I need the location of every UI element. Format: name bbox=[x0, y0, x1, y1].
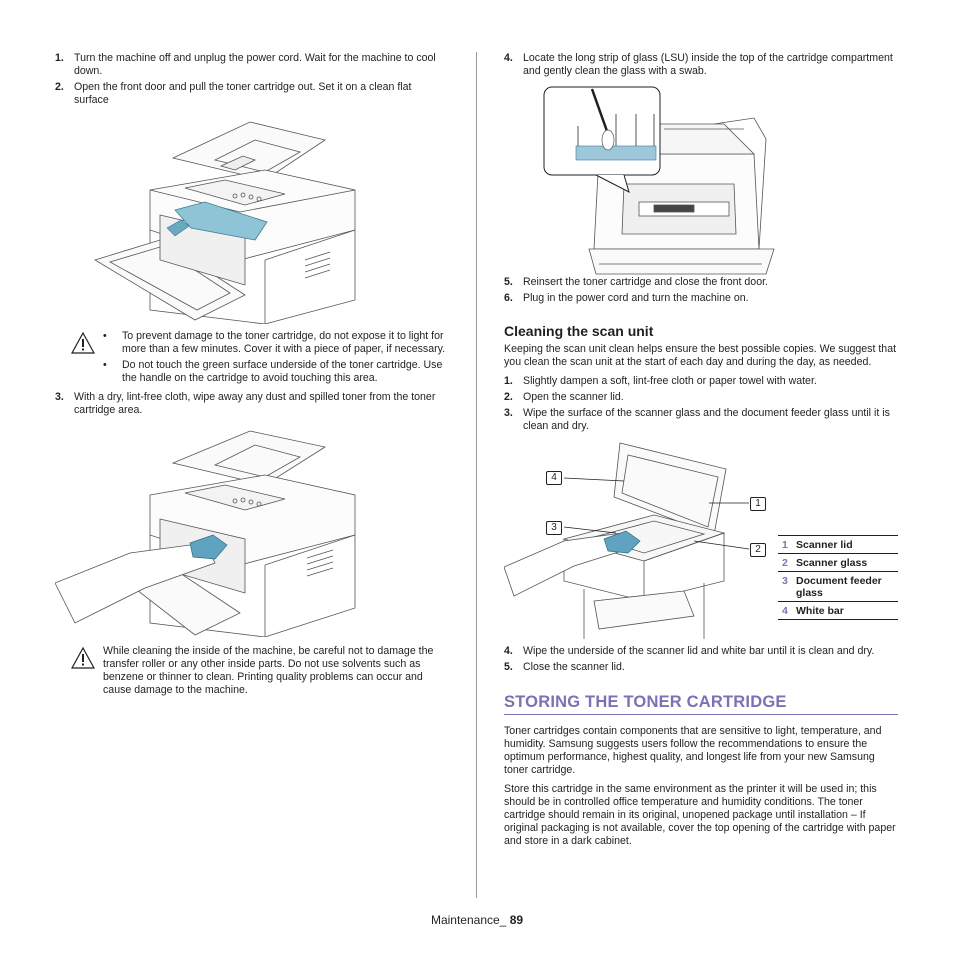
right-column: 4. Locate the long strip of glass (LSU) … bbox=[504, 52, 898, 854]
heading-storing-toner: STORING THE TONER CARTRIDGE bbox=[504, 693, 787, 711]
step-5: 5. Reinsert the toner cartridge and clos… bbox=[504, 276, 768, 288]
printer-wiping-illustration bbox=[54, 430, 356, 638]
storing-paragraph-1: Toner cartridges contain components that… bbox=[504, 725, 882, 776]
caution-bullet-1: • To prevent damage to the toner cartrid… bbox=[103, 330, 446, 355]
caution-bullet-2: • Do not touch the green surface undersi… bbox=[103, 359, 443, 384]
warning-icon bbox=[71, 332, 95, 354]
heading-cleaning-scan-unit: Cleaning the scan unit bbox=[504, 323, 654, 339]
callout-3: 3 bbox=[546, 521, 562, 535]
page-footer: Maintenance_ 89 bbox=[0, 914, 954, 927]
figure-remove-toner bbox=[55, 110, 447, 325]
scan-intro: Keeping the scan unit clean helps ensure… bbox=[504, 343, 897, 368]
storing-heading-wrap: STORING THE TONER CARTRIDGE bbox=[504, 692, 898, 715]
warning-icon bbox=[71, 647, 95, 669]
figure-wipe-inside bbox=[54, 423, 447, 638]
callout-1: 1 bbox=[750, 497, 766, 511]
swab-shape bbox=[590, 88, 615, 151]
page-number: 89 bbox=[509, 913, 524, 927]
caution-note-cleaning: While cleaning the inside of the machine… bbox=[55, 645, 447, 697]
scan-step-2: 2. Open the scanner lid. bbox=[504, 391, 624, 403]
scan-step-3: 3. Wipe the surface of the scanner glass… bbox=[504, 407, 890, 432]
printer-toner-illustration bbox=[94, 121, 356, 325]
lsu-glass-strip bbox=[575, 114, 657, 161]
callout-2: 2 bbox=[750, 543, 766, 557]
scan-step-4: 4. Wipe the underside of the scanner lid… bbox=[504, 645, 875, 657]
step-1: 1. Turn the machine off and unplug the p… bbox=[55, 52, 436, 77]
glove-shape bbox=[603, 530, 641, 554]
toner-cartridge-shape bbox=[166, 201, 268, 241]
glove-shape bbox=[189, 534, 228, 560]
step-6: 6. Plug in the power cord and turn the m… bbox=[504, 292, 749, 304]
storing-paragraph-2: Store this cartridge in the same environ… bbox=[504, 783, 896, 847]
step-2: 2. Open the front door and pull the tone… bbox=[55, 81, 412, 106]
left-column: 1. Turn the machine off and unplug the p… bbox=[54, 52, 447, 703]
caution-note-toner: • To prevent damage to the toner cartrid… bbox=[55, 330, 447, 385]
lsu-illustration bbox=[543, 86, 775, 275]
scanner-illustration bbox=[504, 442, 750, 639]
step-3: 3. With a dry, lint-free cloth, wipe awa… bbox=[55, 391, 436, 416]
scan-step-5: 5. Close the scanner lid. bbox=[504, 661, 625, 673]
step-4: 4. Locate the long strip of glass (LSU) … bbox=[504, 52, 893, 77]
footer-section: Maintenance_ bbox=[430, 913, 510, 927]
scan-step-1: 1. Slightly dampen a soft, lint-free clo… bbox=[504, 375, 817, 387]
column-divider bbox=[476, 52, 477, 898]
callout-4: 4 bbox=[546, 471, 562, 485]
figure-lsu bbox=[504, 84, 898, 276]
